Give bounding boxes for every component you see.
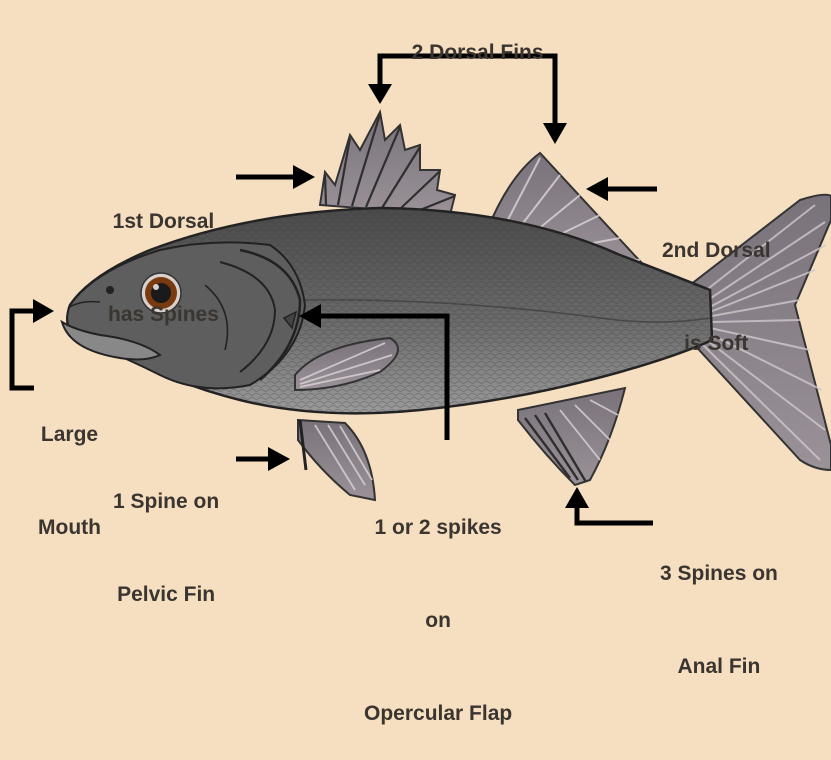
second-dorsal-line2: is Soft bbox=[662, 328, 771, 359]
arrow-head-first-dorsal bbox=[368, 84, 392, 104]
second-dorsal-arrow bbox=[586, 177, 657, 201]
mouth-label: Large Mouth bbox=[38, 357, 101, 574]
first-dorsal-line2: has Spines bbox=[108, 299, 219, 330]
anal-fin bbox=[518, 388, 625, 485]
opercular-label: 1 or 2 spikes on Opercular Flap bbox=[364, 450, 512, 760]
first-dorsal-fin bbox=[320, 112, 455, 215]
opercular-line1: 1 or 2 spikes bbox=[364, 512, 512, 543]
anal-fin-line2: Anal Fin bbox=[660, 651, 778, 682]
dorsal-fins-text: 2 Dorsal Fins bbox=[412, 41, 544, 64]
anal-fin-line1: 3 Spines on bbox=[660, 558, 778, 589]
pelvic-arrow bbox=[236, 447, 290, 471]
opercular-line2: on bbox=[364, 605, 512, 636]
dorsal-fins-label: 2 Dorsal Fins bbox=[400, 6, 544, 68]
arrow-head-second-dorsal bbox=[543, 123, 567, 144]
fish-anatomy-diagram: 2 Dorsal Fins 1st Dorsal has Spines 2nd … bbox=[0, 0, 831, 555]
second-dorsal-line1: 2nd Dorsal bbox=[662, 235, 771, 266]
first-dorsal-arrow bbox=[236, 165, 315, 189]
anal-fin-label: 3 Spines on Anal Fin bbox=[660, 496, 778, 713]
anal-fin-arrow bbox=[565, 487, 653, 523]
second-dorsal-label: 2nd Dorsal is Soft bbox=[662, 173, 771, 390]
mouth-line1: Large bbox=[38, 419, 101, 450]
pelvic-label: 1 Spine on Pelvic Fin bbox=[113, 424, 219, 641]
pelvic-line1: 1 Spine on bbox=[113, 486, 219, 517]
first-dorsal-line1: 1st Dorsal bbox=[108, 206, 219, 237]
first-dorsal-label: 1st Dorsal has Spines bbox=[108, 144, 219, 361]
pelvic-line2: Pelvic Fin bbox=[113, 579, 219, 610]
mouth-line2: Mouth bbox=[38, 512, 101, 543]
opercular-line3: Opercular Flap bbox=[364, 698, 512, 729]
